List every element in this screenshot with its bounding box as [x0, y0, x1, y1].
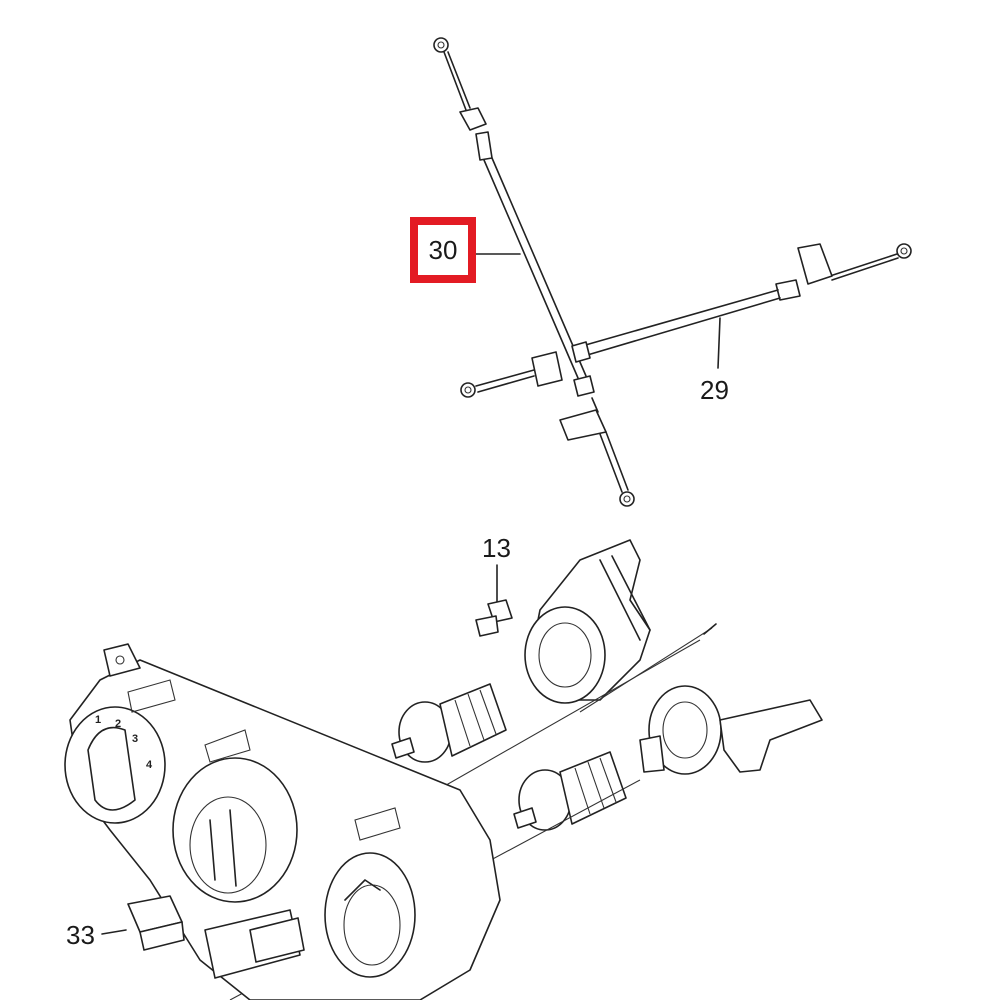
assembly-line: [579, 627, 713, 713]
callout-13: 13: [482, 533, 511, 563]
ac-button-part-33: [127, 895, 185, 951]
callout-30-highlighted: 30: [410, 217, 476, 283]
callout-33: 33: [66, 920, 95, 950]
callout-29: 29: [700, 375, 729, 405]
screw: [703, 623, 717, 635]
bulb-part-13: [475, 599, 513, 637]
cable-30: [433, 37, 635, 507]
fan-dial-2: 2: [115, 718, 121, 730]
leader-29: [717, 317, 721, 369]
fan-dial-3: 3: [132, 733, 138, 745]
bulb-holder-upper: [391, 683, 507, 763]
cable-29: [460, 243, 912, 398]
climate-control-panel: 1 2 3 4: [64, 643, 501, 1000]
bulb-holder-lower: [513, 751, 627, 831]
leader-33: [101, 929, 127, 935]
fan-dial-4: 4: [146, 759, 153, 771]
actuator-housing: [524, 539, 651, 704]
actuator-motor: [639, 685, 823, 775]
fan-dial-1: 1: [95, 714, 101, 726]
